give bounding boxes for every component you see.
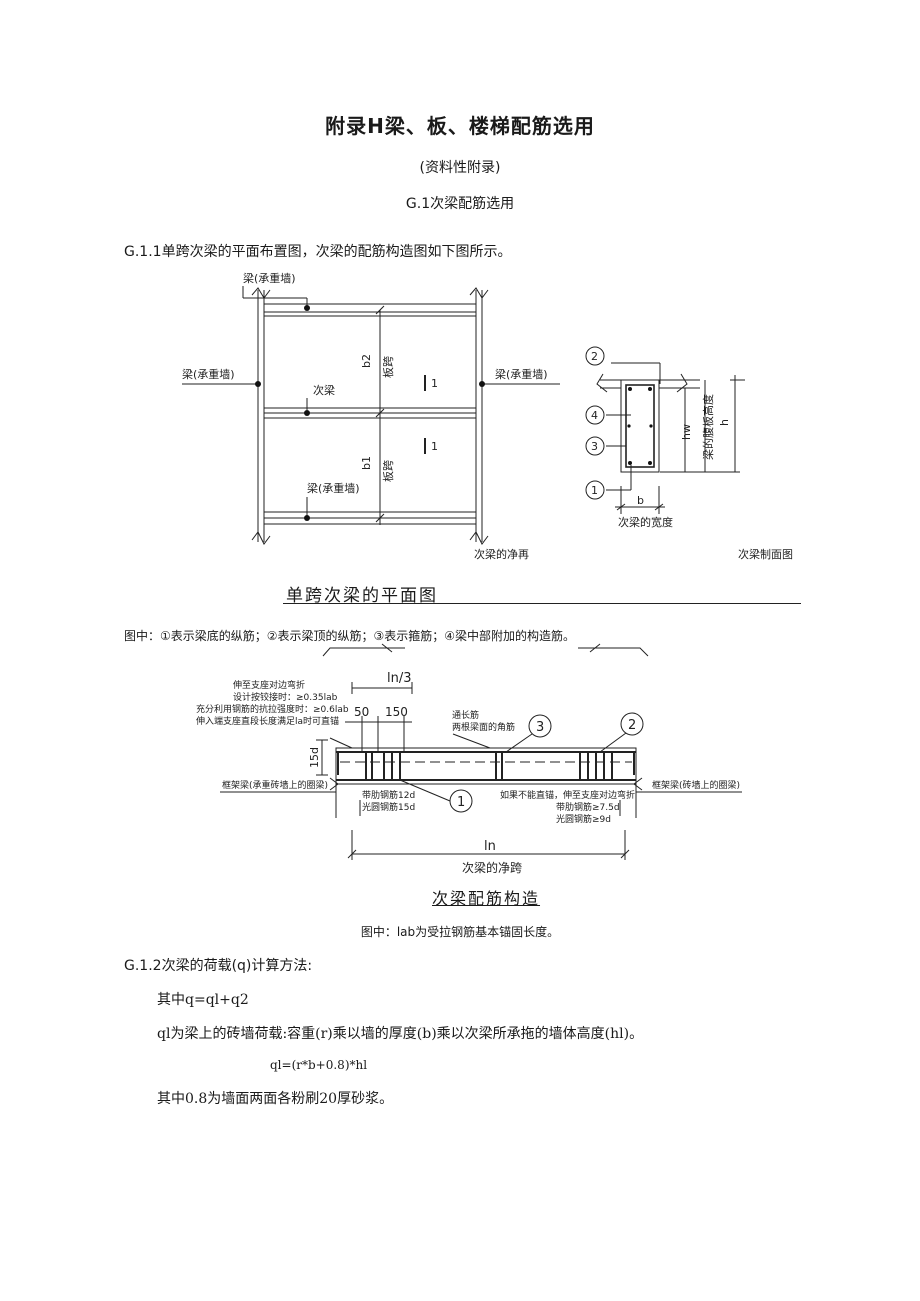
detail-dim-ln3: ln/3 [387, 671, 412, 686]
detail-dim-50: 50 [354, 705, 369, 719]
figure2-caption: 次梁配筋构造 [432, 889, 541, 908]
detail-through-bar: 通长筋 [452, 709, 479, 721]
plan-label-beam-left: 梁(承重墙) [182, 367, 235, 381]
plan-label-beam-right: 梁(承重墙) [495, 367, 548, 381]
section-callout-4: 4 [591, 409, 598, 422]
plan-span-label-bottom: 板跨 [381, 460, 395, 482]
detail-note-3: 充分利用钢筋的抗拉强度时：≥0.6lab [196, 703, 349, 715]
detail-right-support-label: 框架梁(砖墙上的圈梁) [652, 779, 740, 791]
section-callout-3: 3 [591, 440, 598, 453]
page-title: 附录H梁、板、楼梯配筋选用 [325, 114, 595, 138]
section-width-label: 次梁的宽度 [618, 515, 673, 529]
detail-callout-2: 2 [628, 718, 636, 733]
description-q1: ql为梁上的砖墙荷载:容重(r)乘以墙的厚度(b)乘以次梁所承拖的墙体高度(hl… [157, 1026, 644, 1042]
detail-plain-15d: 光圆钢筋15d [362, 801, 415, 813]
detail-right-note-3: 光圆钢筋≥9d [556, 813, 611, 825]
detail-rib-12d: 带肋钢筋12d [362, 789, 415, 801]
section-callout-1: 1 [591, 484, 598, 497]
page-subtitle: (资料性附录) [419, 160, 501, 176]
plan-view-label: 次梁的净再 [474, 547, 529, 561]
plan-section-mark-1: 1 [431, 377, 438, 390]
detail-figure: ln/3 伸至支座对边弯折 设计按铰接时：≥0.35lab 充分利用钢筋的抗拉强… [196, 643, 742, 875]
formula-q1: ql=(r*b+0.8)*hl [270, 1058, 368, 1072]
plan-figure: 梁(承重墙) 梁(承重墙) 梁(承重墙) 次梁 梁(承重墙) b2 b1 板跨 … [182, 271, 793, 561]
note-plaster-thickness: 其中0.8为墙面两面各粉刷20厚砂浆。 [157, 1091, 394, 1107]
plan-dim-b1: b1 [360, 456, 373, 470]
detail-callout-3: 3 [536, 720, 544, 735]
section-dim-hw: hw [680, 424, 693, 440]
formula-q: 其中q=ql+q2 [157, 992, 249, 1008]
section-callout-2: 2 [591, 350, 598, 363]
plan-dim-b2: b2 [360, 354, 373, 368]
plan-label-beam-bottom: 梁(承重墙) [307, 481, 360, 495]
figure1-caption: 单跨次梁的平面图 [286, 586, 438, 606]
detail-note-4: 伸入端支座直段长度满足la时可直锚 [196, 715, 339, 727]
figure1-note: 图中：①表示梁底的纵筋；②表示梁顶的纵筋；③表示箍筋；④梁中部附加的构造筋。 [124, 629, 576, 643]
plan-label-beam-top: 梁(承重墙) [243, 271, 296, 285]
detail-dim-15d: 15d [308, 747, 321, 768]
paragraph-g111: G.1.1单跨次梁的平面布置图，次梁的配筋构造图如下图所示。 [124, 244, 512, 260]
detail-clear-span-label: 次梁的净跨 [462, 860, 522, 875]
section-view-label: 次梁制面图 [738, 547, 793, 561]
detail-corner-bar: 两根梁面的角筋 [452, 721, 515, 733]
section-dim-b: b [637, 494, 644, 507]
detail-right-note-2: 带肋钢筋≥7.5d [556, 801, 620, 813]
plan-span-label-top: 板跨 [381, 356, 395, 378]
figure2-note: 图中：lab为受拉钢筋基本锚固长度。 [360, 925, 560, 939]
detail-right-note-1: 如果不能直锚，伸至支座对边弯折 [500, 789, 635, 801]
detail-note-1: 伸至支座对边弯折 [233, 679, 305, 691]
figure1-caption-rule [283, 603, 801, 604]
detail-dim-ln: ln [484, 839, 496, 854]
section-heading: G.1次梁配筋选用 [405, 196, 515, 212]
plan-section-mark-2: 1 [431, 440, 438, 453]
section-web-height-label: 梁的腹板高度 [701, 394, 715, 460]
detail-dim-150: 150 [385, 705, 408, 719]
paragraph-g112: G.1.2次梁的荷载(q)计算方法: [124, 958, 313, 974]
detail-left-support-label: 框架梁(承重砖墙上的圈梁) [222, 779, 328, 791]
detail-note-2: 设计按铰接时：≥0.35lab [233, 691, 338, 703]
detail-callout-1: 1 [457, 795, 465, 810]
plan-label-secondary-beam: 次梁 [313, 383, 335, 397]
section-dim-h: h [718, 419, 731, 426]
